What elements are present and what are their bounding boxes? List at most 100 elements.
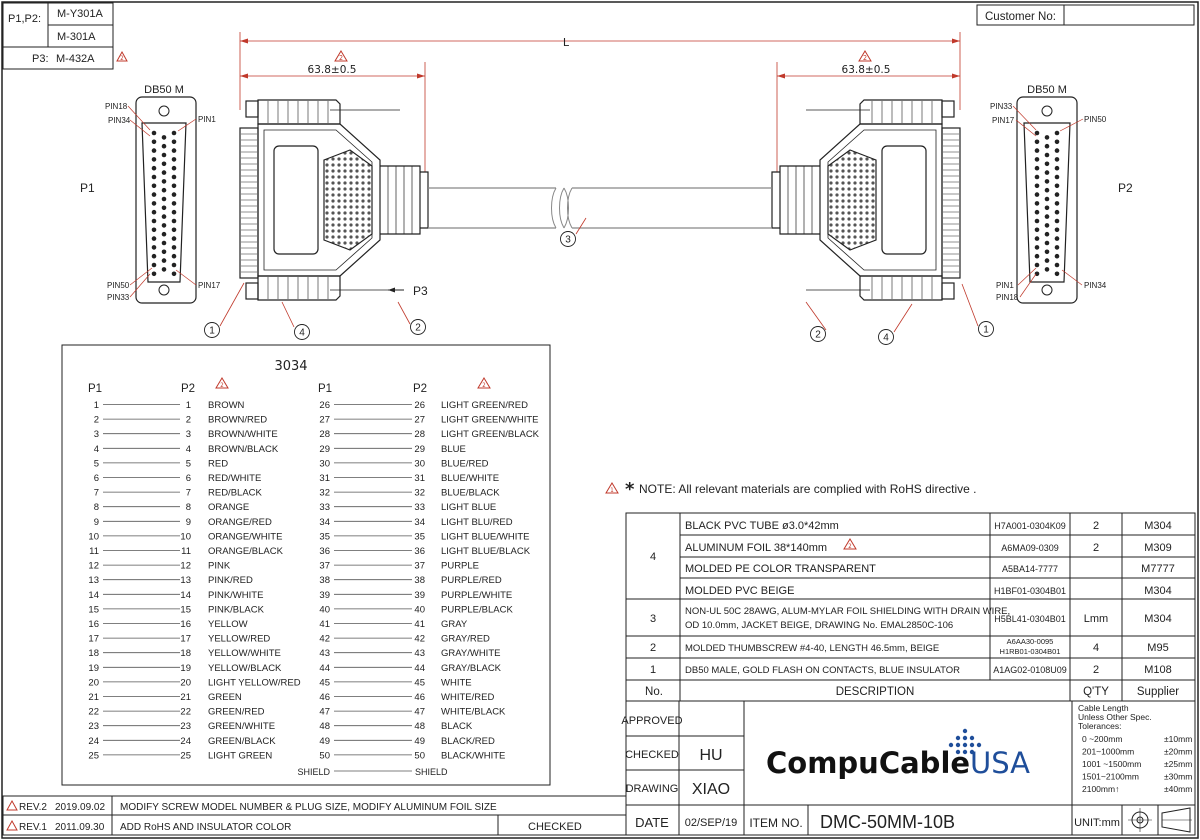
wire-pin-p1: 7 [94, 488, 99, 499]
svg-text:2: 2 [220, 382, 223, 389]
wire-color: GREEN [208, 692, 242, 703]
pin-dot [171, 218, 177, 224]
wire-pin-p2: 5 [186, 458, 191, 469]
wire-pin-p1: 16 [88, 619, 99, 630]
tolerance-title-2: Unless Other Spec. [1078, 712, 1152, 722]
wire-color: GREEN/BLACK [208, 736, 276, 747]
wire-pin-p1: 26 [319, 400, 330, 411]
wire-pin-p2: 23 [180, 721, 191, 732]
pin-dot [1044, 205, 1050, 211]
wire-pin-p1: 14 [88, 590, 99, 601]
col-p2-right: P2 [413, 383, 427, 395]
pin-dot [1054, 218, 1060, 224]
wire-color: BLACK/WHITE [441, 750, 505, 761]
wire-pin-p2: 2 [186, 415, 191, 426]
svg-text:2: 2 [482, 382, 485, 389]
wire-pin-p2: 15 [180, 604, 191, 615]
approved-label: APPROVED [621, 715, 682, 727]
bom-supplier: M7777 [1141, 563, 1175, 575]
pin-dot [171, 271, 177, 277]
wire-color: RED [208, 458, 228, 469]
wire-pin-p2: 1 [186, 400, 191, 411]
pin-dot [1034, 201, 1040, 206]
wire-pin-p2: 30 [414, 458, 425, 469]
tolerance-range: 1001 ~1500mm [1082, 759, 1141, 769]
pin-dot [1034, 148, 1040, 153]
pin-dot [1034, 165, 1040, 171]
wire-color: LIGHT GREEN/RED [441, 400, 528, 411]
pin-dot [1034, 271, 1040, 277]
date-label: DATE [635, 815, 669, 830]
wire-pin-p2: 14 [180, 590, 191, 601]
wire-pin-p2: 43 [414, 648, 425, 659]
pin-dot [1044, 161, 1050, 167]
bom-item-no: 4 [650, 551, 656, 563]
wire-pin-p1: 49 [319, 736, 330, 747]
wire-pin-p2: 36 [414, 546, 425, 557]
wire-pin-p2: 26 [414, 400, 425, 411]
wire-pin-p1: 32 [319, 488, 330, 499]
left-pin-label-bot-2: PIN33 [107, 293, 130, 302]
customer-box: Customer No: [976, 4, 1195, 26]
wire-pin-p1: 30 [319, 458, 330, 469]
wire-pin-p2: 16 [180, 619, 191, 630]
wire-pin-p2: 24 [180, 736, 191, 747]
pin-dot [151, 157, 157, 162]
pin-dot [151, 148, 157, 153]
bom-part-number-2: H1RB01-0304B01 [1000, 647, 1061, 656]
wire-color: BLUE/WHITE [441, 473, 499, 484]
right-pin-grid [1034, 130, 1060, 277]
pin-dot [1054, 271, 1060, 277]
right-connector-face: DB50 M P2 PIN33 PIN17 PIN50 PIN1 PIN18 P… [990, 84, 1133, 304]
wire-color: BROWN/RED [208, 415, 267, 426]
wire-pin-p1: 19 [88, 663, 99, 674]
right-pin-label-top-3: PIN50 [1084, 115, 1107, 124]
wire-pin-p1: 22 [88, 707, 99, 718]
wire-pin-p1: 45 [319, 677, 330, 688]
revision-triangle-icon: 2 [334, 50, 348, 62]
wire-pin-p2: 37 [414, 561, 425, 572]
wire-color: PURPLE [441, 561, 479, 572]
wire-pin-p1: 37 [319, 561, 330, 572]
wire-pin-p1: 21 [88, 692, 99, 703]
wire-color: PURPLE/WHITE [441, 590, 512, 601]
wire-pin-p1: 18 [88, 648, 99, 659]
pin-dot [161, 258, 167, 263]
logo-text-main: CompuCable [766, 746, 970, 780]
wire-color: LIGHT YELLOW/RED [208, 677, 301, 688]
pin-dot [161, 240, 167, 246]
wiring-row: 26 26 LIGHT GREEN/RED [319, 400, 528, 411]
right-connector-side [771, 99, 961, 301]
item-balloon: 1 [204, 282, 245, 338]
pin-dot [171, 148, 177, 153]
pin-dot [1034, 139, 1040, 145]
pin-dot [161, 223, 167, 228]
pin-dot [1034, 245, 1040, 250]
balloon-number: 1 [209, 326, 215, 337]
tolerance-title-1: Cable Length [1078, 703, 1129, 713]
left-connector-side [239, 99, 429, 301]
bom-qty: 2 [1093, 520, 1099, 532]
bom-supplier: M108 [1144, 664, 1172, 676]
svg-text:2: 2 [120, 55, 123, 62]
wire-color: PINK [208, 561, 231, 572]
wire-pin-p1: 4 [94, 444, 99, 455]
wire-pin-p1: 2 [94, 415, 99, 426]
pin-dot [171, 262, 177, 268]
wire-pin-p1: 3 [94, 429, 99, 440]
